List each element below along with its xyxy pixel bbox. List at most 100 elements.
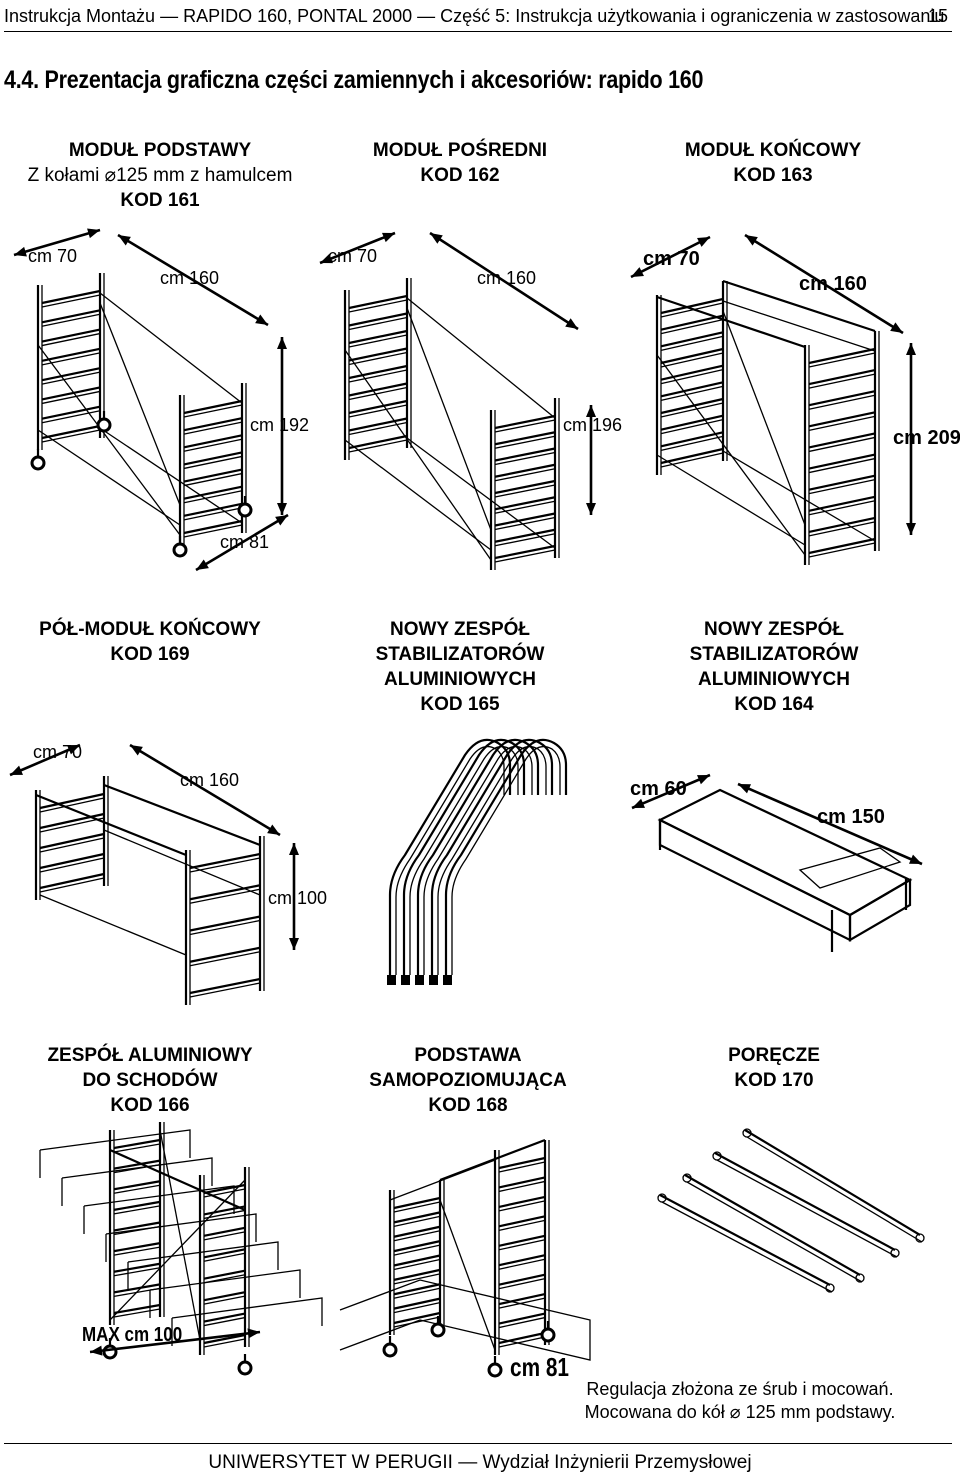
brace <box>722 300 876 352</box>
rung <box>498 1180 546 1193</box>
note-line-2: Mocowana do kół ⌀ 125 mm podstawy. <box>584 1402 896 1422</box>
top-rail <box>103 783 261 847</box>
dimension-arrow-icon <box>631 773 711 810</box>
rung <box>808 352 876 368</box>
rung <box>498 1336 546 1348</box>
rung <box>183 485 243 500</box>
rung <box>183 507 243 521</box>
caption-item-166: ZESPÓŁ ALUMINIOWY DO SCHODÓW KOD 166 <box>0 1043 300 1118</box>
rung <box>808 373 876 389</box>
dim-label: cm 192 <box>250 415 310 435</box>
dimension-arrow-icon <box>13 228 101 257</box>
arrowhead <box>118 235 131 246</box>
stabilizer-tubes-drawing <box>387 738 568 985</box>
rung <box>808 436 876 453</box>
rung <box>393 1273 441 1285</box>
rung <box>39 857 105 873</box>
rung <box>393 1215 441 1228</box>
rung <box>183 404 243 418</box>
rung <box>498 1258 546 1270</box>
arrowhead <box>382 232 395 243</box>
railing-bar <box>659 1194 831 1286</box>
stabilizer-tube <box>388 738 512 975</box>
arrowhead <box>631 267 644 277</box>
dimension-arrow-icon <box>89 1330 261 1354</box>
rung <box>41 367 101 382</box>
rung <box>498 1331 546 1345</box>
rung <box>498 1297 546 1309</box>
rung <box>113 1184 161 1194</box>
rung <box>498 1254 546 1267</box>
rung <box>494 431 556 446</box>
brace <box>439 1199 496 1351</box>
frame-side <box>848 878 912 942</box>
rung <box>498 1219 546 1231</box>
rung <box>660 419 724 435</box>
caption-item-170: PORĘCZE KOD 170 <box>624 1043 924 1093</box>
rung <box>203 1274 246 1284</box>
rung <box>41 429 101 443</box>
rung <box>808 500 876 516</box>
top-rail <box>656 295 806 349</box>
rung <box>494 528 556 543</box>
rung <box>660 402 724 418</box>
rung <box>203 1252 246 1262</box>
rung <box>348 312 408 327</box>
rung <box>203 1312 246 1323</box>
brace <box>159 1129 201 1341</box>
dim-label: cm 81 <box>510 1352 569 1382</box>
arrowhead <box>67 745 80 755</box>
item-code: KOD 162 <box>420 165 500 186</box>
railing-clamp <box>825 1283 835 1293</box>
arrowhead <box>130 745 143 756</box>
stabilizer-tube <box>444 738 568 975</box>
arrowhead <box>909 854 922 864</box>
mounting-note: Regulacja złożona ze śrub i mocowań. Moc… <box>540 1378 940 1424</box>
item-name: NOWY ZESPÓŁ <box>703 619 845 640</box>
arrowhead <box>289 843 299 855</box>
wheel-icon <box>382 1342 398 1358</box>
rung <box>39 792 105 810</box>
rung <box>348 299 408 313</box>
tube-foot <box>429 975 438 985</box>
rung <box>183 399 243 415</box>
rung <box>348 434 408 450</box>
rung <box>41 424 101 440</box>
rung <box>498 1312 546 1325</box>
caption-item-163: MODUŁ KOŃCOWY KOD 163 <box>623 138 923 188</box>
wheel-icon <box>102 1344 118 1360</box>
arrowhead <box>196 559 209 570</box>
rung <box>660 397 724 415</box>
arrowhead <box>14 246 27 257</box>
rung <box>498 1200 546 1212</box>
rung <box>660 347 724 365</box>
rung <box>183 524 243 538</box>
railing-clamp <box>682 1173 692 1183</box>
rung <box>348 386 408 401</box>
rung <box>39 812 105 830</box>
rung <box>113 1246 161 1256</box>
dim-label: cm 70 <box>328 246 378 266</box>
rung <box>660 369 724 385</box>
rung <box>660 352 724 368</box>
rung <box>808 537 876 555</box>
rung <box>41 328 101 343</box>
rung <box>189 982 261 998</box>
railing-bar <box>716 1159 898 1258</box>
rung <box>41 313 101 327</box>
rung <box>113 1221 161 1232</box>
dim-label: cm 160 <box>160 268 220 288</box>
dimension-arrow-icon <box>195 513 289 572</box>
rung <box>498 1161 546 1173</box>
caption-item-161: MODUŁ PODSTAWY Z kołami ⌀125 mm z hamulc… <box>10 138 310 213</box>
rung <box>660 385 724 401</box>
rung <box>393 1311 441 1325</box>
stair-set-drawing <box>39 1122 323 1376</box>
rung <box>41 294 101 308</box>
item-name: PODSTAWA <box>414 1045 522 1066</box>
wheel-icon <box>96 417 112 433</box>
header-title: Instrukcja Montażu — RAPIDO 160, PONTAL … <box>4 6 945 26</box>
stabilizer-tube <box>430 738 554 975</box>
stabilizer-tube <box>451 745 561 975</box>
dimension-arrow-icon <box>744 233 904 335</box>
